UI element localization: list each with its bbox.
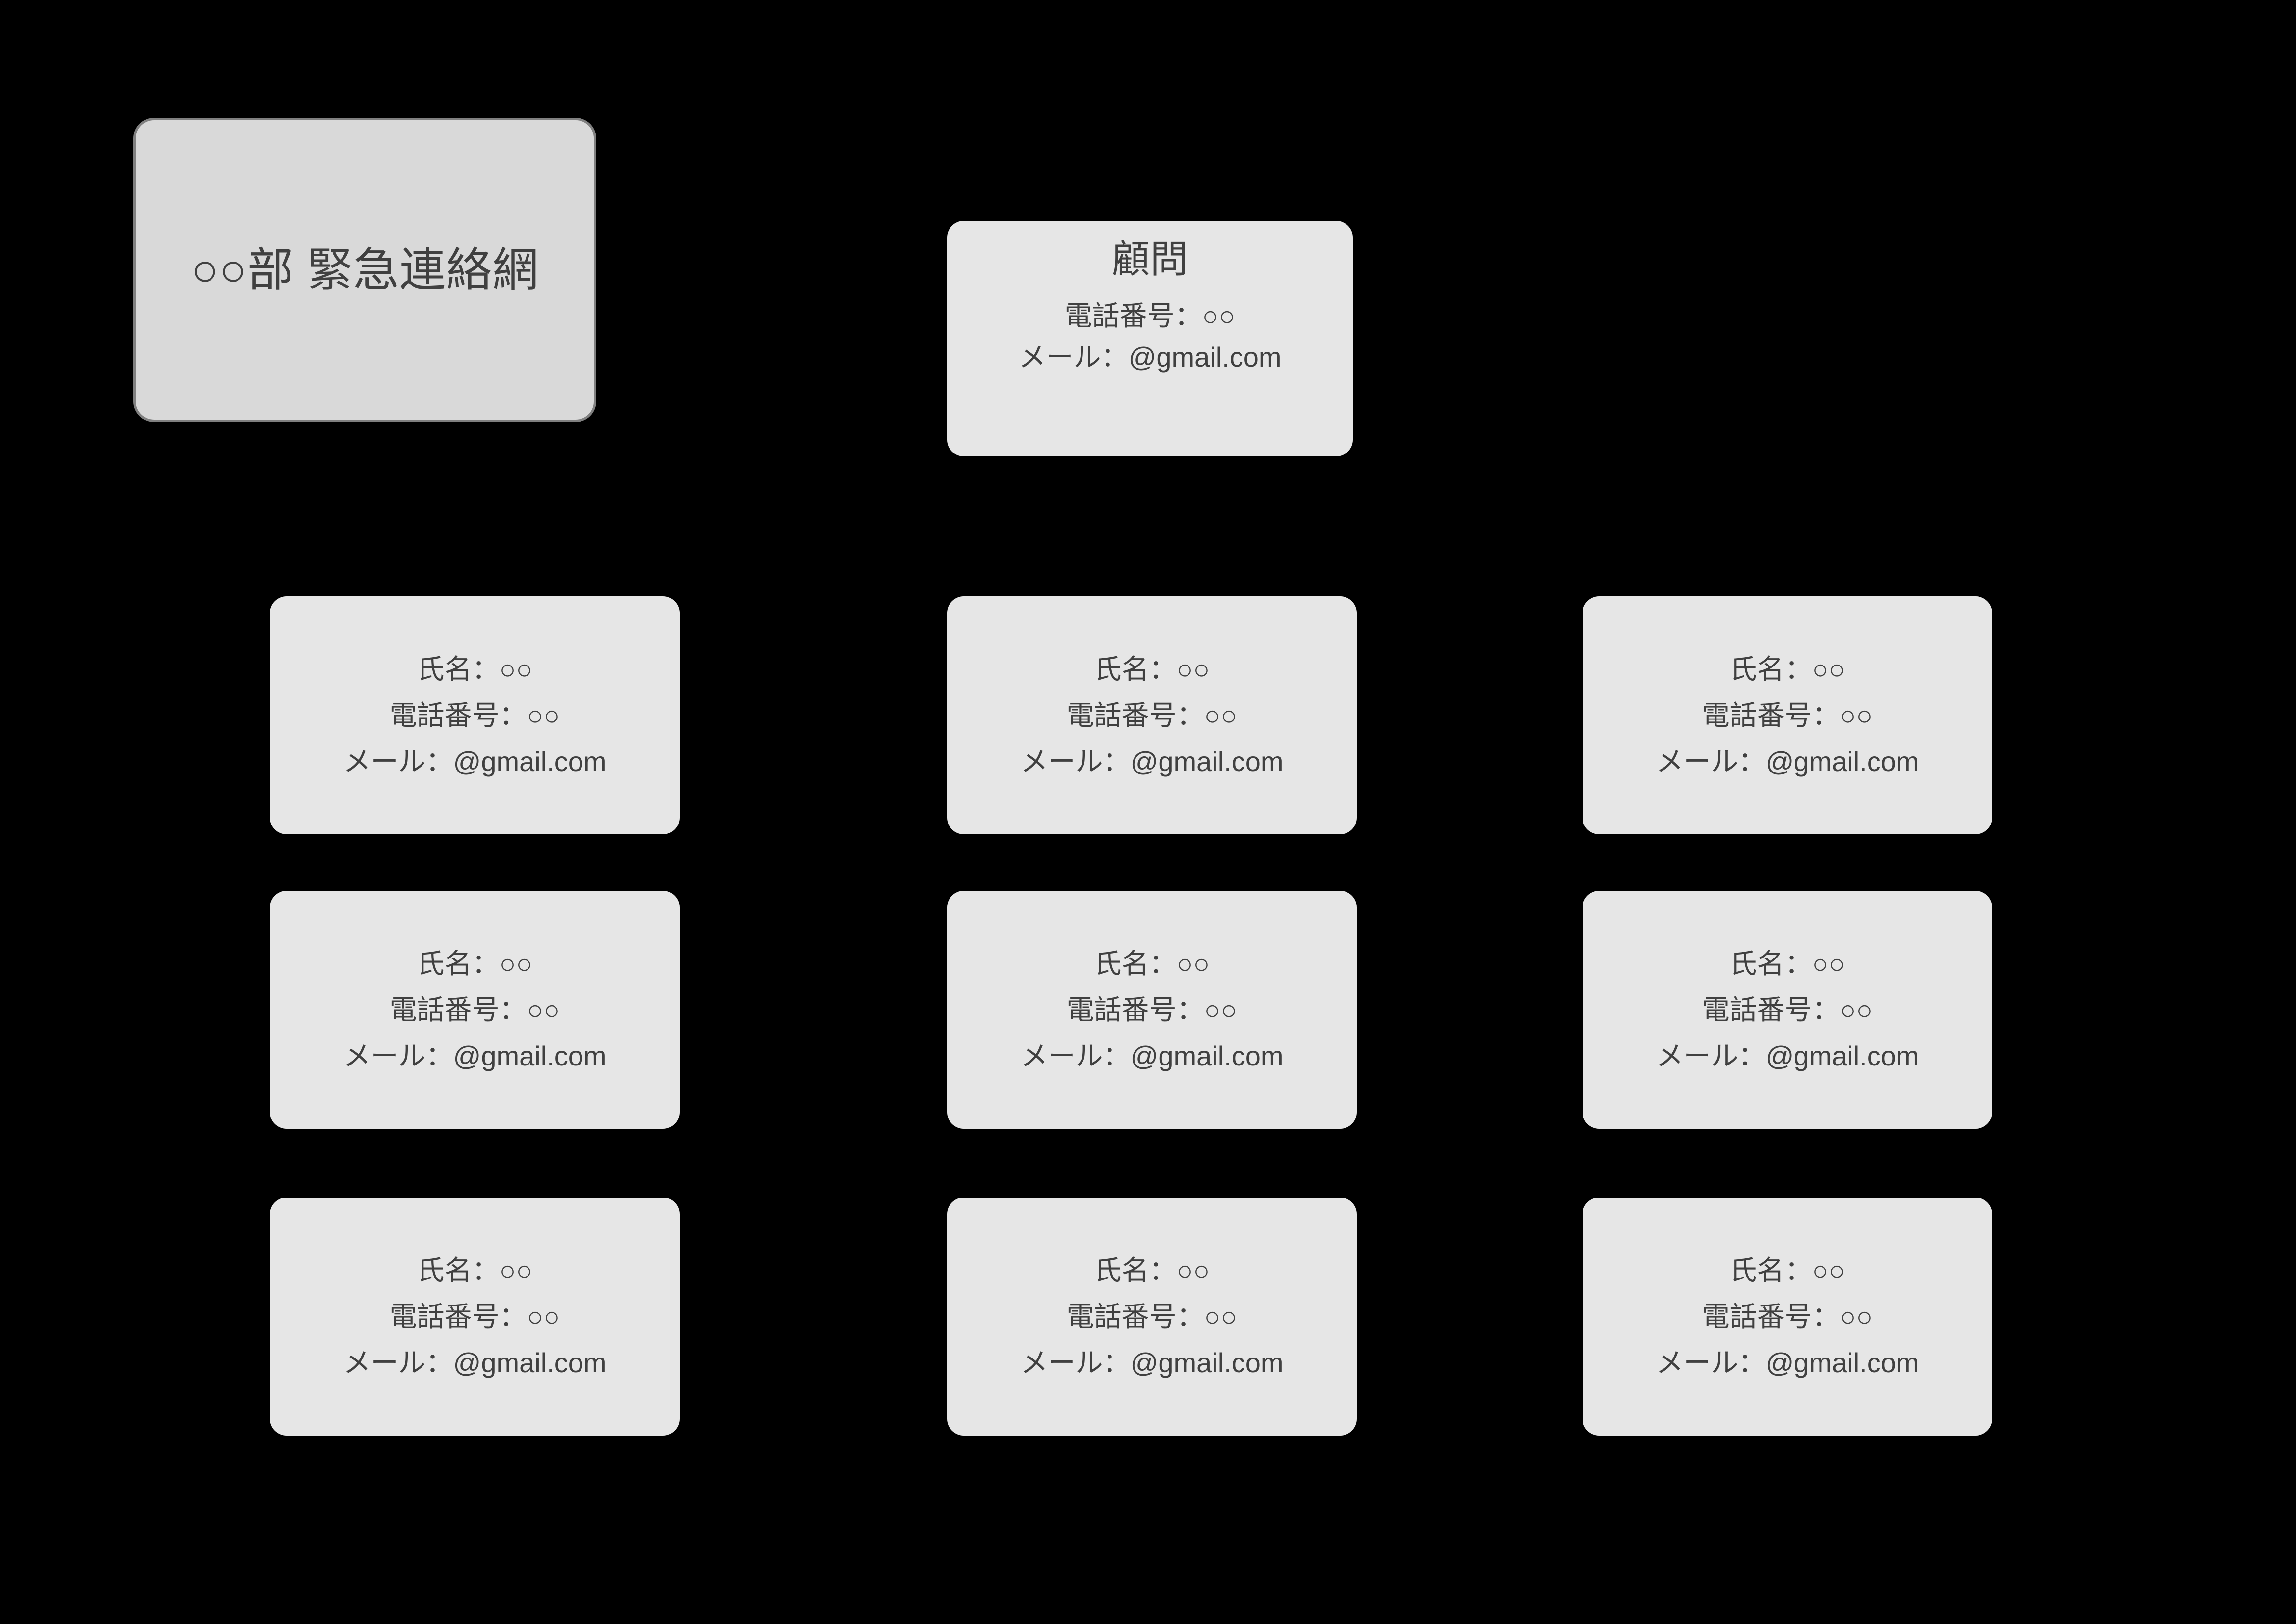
member-name-label: 氏名：○○: [1094, 1254, 1210, 1286]
member-email-label: メール：@gmail.com: [1656, 1347, 1919, 1378]
member-phone-label: 電話番号：○○: [389, 1301, 560, 1332]
advisor-email-label: メール：@gmail.com: [1018, 341, 1282, 373]
member-email-label: メール：@gmail.com: [1656, 745, 1919, 777]
member-card[interactable]: 氏名：○○ 電話番号：○○ メール：@gmail.com: [1583, 1198, 1992, 1436]
member-name-label: 氏名：○○: [1729, 653, 1846, 685]
member-phone-label: 電話番号：○○: [1702, 994, 1873, 1025]
member-card[interactable]: 氏名：○○ 電話番号：○○ メール：@gmail.com: [947, 891, 1357, 1129]
member-phone-label: 電話番号：○○: [389, 994, 560, 1025]
member-name-label: 氏名：○○: [417, 653, 533, 685]
member-name-label: 氏名：○○: [1094, 948, 1210, 979]
advisor-role-label: 顧問: [1111, 238, 1188, 281]
member-card[interactable]: 氏名：○○ 電話番号：○○ メール：@gmail.com: [1583, 596, 1992, 834]
member-email-label: メール：@gmail.com: [1020, 1347, 1284, 1378]
member-phone-label: 電話番号：○○: [1066, 994, 1238, 1025]
member-email-label: メール：@gmail.com: [343, 745, 607, 777]
member-email-label: メール：@gmail.com: [1020, 745, 1284, 777]
member-phone-label: 電話番号：○○: [1702, 699, 1873, 731]
member-card[interactable]: 氏名：○○ 電話番号：○○ メール：@gmail.com: [270, 596, 680, 834]
member-phone-label: 電話番号：○○: [389, 699, 560, 731]
member-name-label: 氏名：○○: [417, 948, 533, 979]
member-name-label: 氏名：○○: [1729, 1254, 1846, 1286]
contact-network-title-box[interactable]: ○○部 緊急連絡網: [133, 118, 596, 422]
member-email-label: メール：@gmail.com: [1656, 1040, 1919, 1071]
member-email-label: メール：@gmail.com: [1020, 1040, 1284, 1071]
member-card[interactable]: 氏名：○○ 電話番号：○○ メール：@gmail.com: [1583, 891, 1992, 1129]
member-phone-label: 電話番号：○○: [1066, 1301, 1238, 1332]
advisor-phone-label: 電話番号：○○: [1064, 300, 1236, 331]
member-email-label: メール：@gmail.com: [343, 1040, 607, 1071]
member-card[interactable]: 氏名：○○ 電話番号：○○ メール：@gmail.com: [270, 1198, 680, 1436]
member-name-label: 氏名：○○: [1094, 653, 1210, 685]
member-phone-label: 電話番号：○○: [1066, 699, 1238, 731]
page-title: ○○部 緊急連絡網: [191, 244, 539, 296]
advisor-card[interactable]: 顧問 電話番号：○○ メール：@gmail.com: [947, 221, 1353, 456]
member-name-label: 氏名：○○: [1729, 948, 1846, 979]
member-name-label: 氏名：○○: [417, 1254, 533, 1286]
member-email-label: メール：@gmail.com: [343, 1347, 607, 1378]
member-card[interactable]: 氏名：○○ 電話番号：○○ メール：@gmail.com: [947, 1198, 1357, 1436]
member-phone-label: 電話番号：○○: [1702, 1301, 1873, 1332]
member-card[interactable]: 氏名：○○ 電話番号：○○ メール：@gmail.com: [947, 596, 1357, 834]
member-card[interactable]: 氏名：○○ 電話番号：○○ メール：@gmail.com: [270, 891, 680, 1129]
